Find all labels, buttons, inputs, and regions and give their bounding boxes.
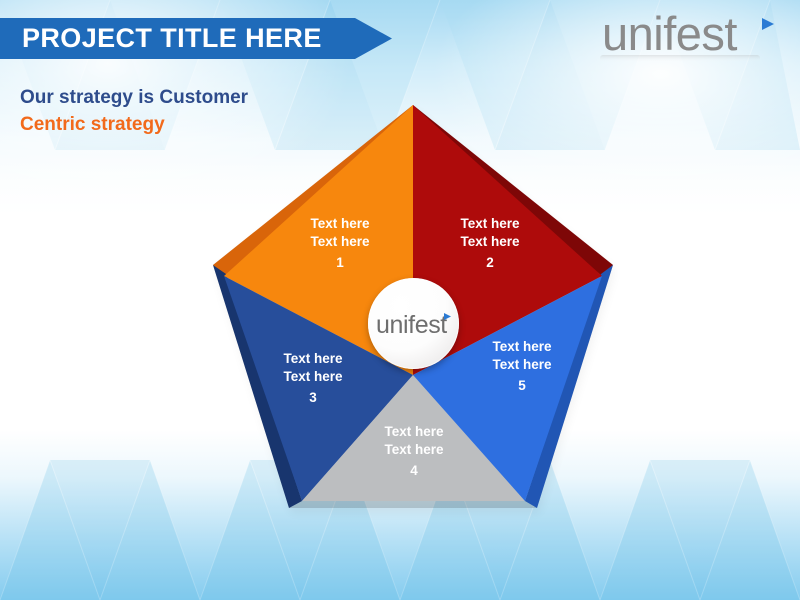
segment-1-label: Text here Text here 1 [310,216,370,270]
segment-2-line-1: Text here [460,216,520,231]
center-hub-wordmark: unifest [376,311,447,339]
segment-5-line-2: Text here [492,357,552,372]
segment-1-bevel [213,105,413,276]
segment-3-line-2: Text here [283,369,343,384]
segment-5-bevel [525,265,613,508]
segment-3-label: Text here Text here 3 [283,351,343,405]
segment-2-number: 2 [486,255,494,270]
segment-2-bevel [413,105,613,276]
segment-1-line-2: Text here [310,234,370,249]
subtitle-block: Our strategy is Customer Centric strateg… [20,84,248,138]
segment-1-number: 1 [336,255,344,270]
page-title: PROJECT TITLE HERE [22,23,322,53]
segment-3-navy[interactable] [224,276,413,501]
segment-2-red[interactable] [413,105,602,375]
segment-3-number: 3 [309,390,317,405]
unifest-logo: unifest [596,8,786,66]
center-hub-flag-icon [443,312,451,320]
segment-4-label: Text here Text here 4 [384,424,444,478]
unifest-logo-flag-icon [762,18,774,30]
segment-3-line-1: Text here [283,351,343,366]
segment-4-line-1: Text here [384,424,444,439]
center-hub: unifest [368,278,459,369]
segment-5-label: Text here Text here 5 [492,339,552,393]
segment-2-label: Text here Text here 2 [460,216,520,270]
segment-5-line-1: Text here [492,339,552,354]
segment-1-line-1: Text here [310,216,370,231]
subtitle-line-1: Our strategy is Customer [20,87,249,108]
segment-5-number: 5 [518,378,526,393]
title-banner: PROJECT TITLE HERE [0,18,392,59]
segment-1-orange[interactable] [224,105,413,375]
segment-2-line-2: Text here [460,234,520,249]
unifest-logo-wordmark: unifest [602,8,737,60]
segment-4-gray[interactable] [302,375,525,501]
subtitle-line-2: Centric strategy [20,114,165,135]
segment-4-line-2: Text here [384,442,444,457]
segment-4-number: 4 [410,463,418,478]
segment-3-bevel [213,265,302,508]
segment-5-blue[interactable] [413,276,602,501]
